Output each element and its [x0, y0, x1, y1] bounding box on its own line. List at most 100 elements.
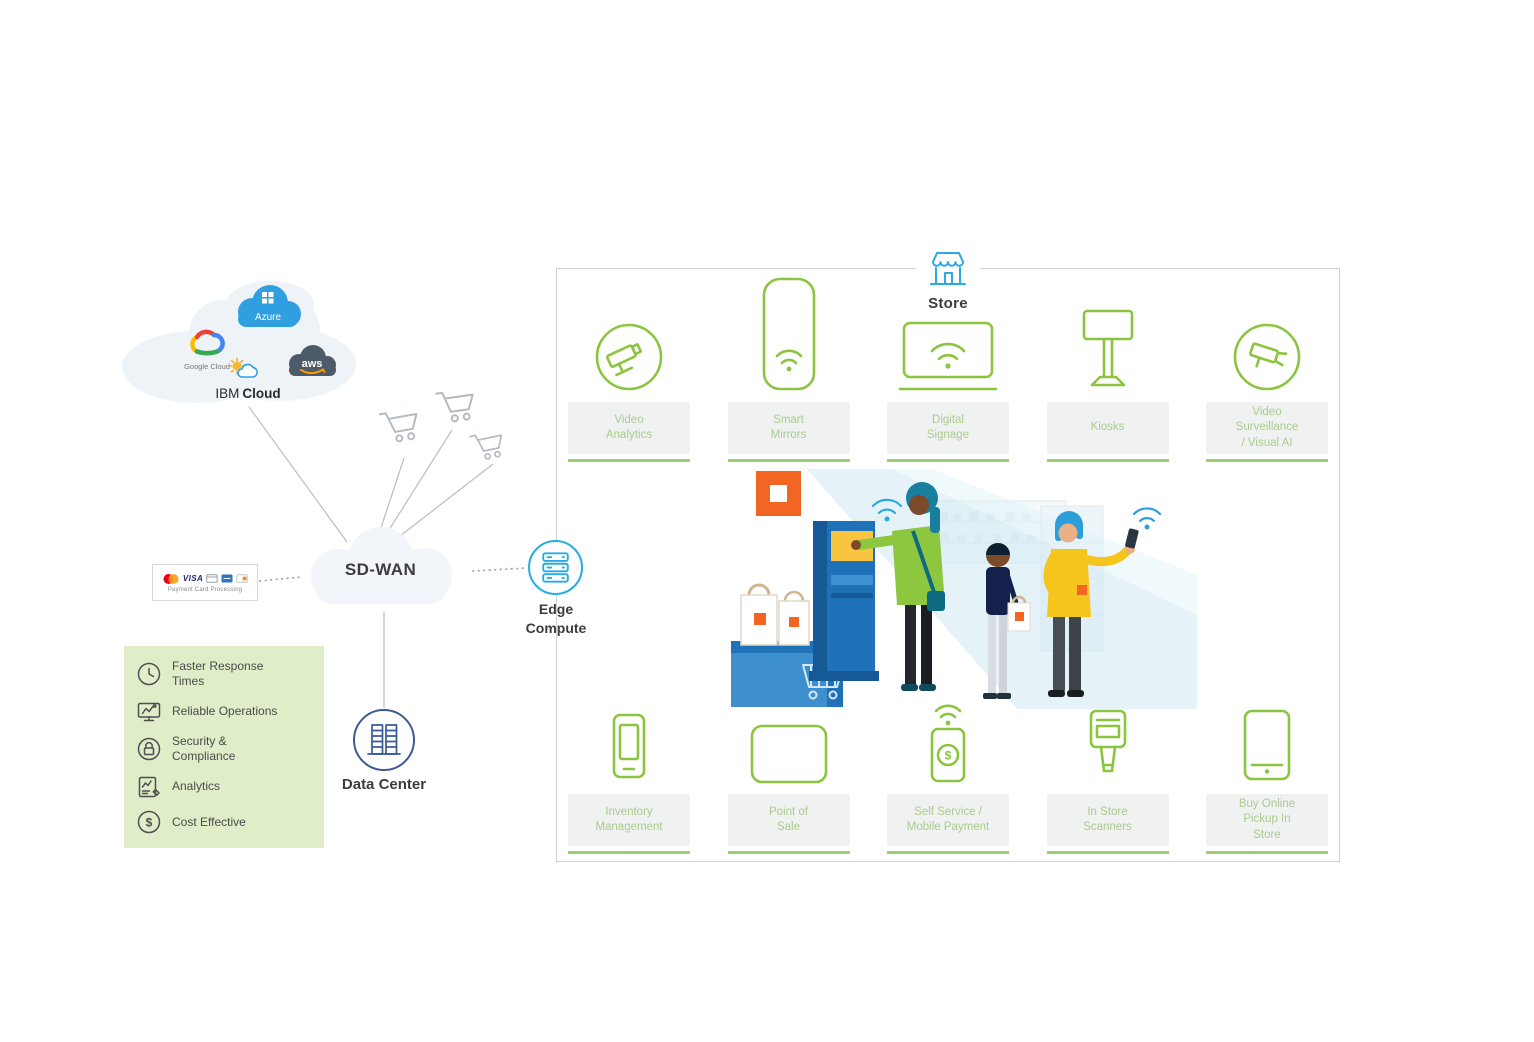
- data-center-label: Data Center: [341, 776, 427, 793]
- public-clouds: Azure Google Cloud aws: [118, 272, 368, 412]
- store-title: Store: [928, 295, 968, 312]
- store-illustration: [731, 469, 1197, 709]
- capability-label: Smart Mirrors: [727, 402, 850, 454]
- wifi-signal-kiosk: [871, 498, 903, 522]
- svg-text:$: $: [945, 749, 952, 763]
- capability-inventory-management: Inventory Management: [563, 701, 695, 854]
- capability-label: Digital Signage: [887, 402, 1009, 454]
- google-cloud-logo: Google Cloud: [162, 328, 252, 371]
- aws-label: aws: [302, 358, 323, 370]
- clock-icon: [137, 662, 161, 686]
- windows-icon: [262, 292, 274, 304]
- capability-video-surveillance: Video Surveillance / Visual AI: [1201, 289, 1333, 462]
- lock-icon: [137, 737, 161, 761]
- green-underline: [1206, 459, 1328, 462]
- store-capabilities-bottom: Inventory Management Point of Sale $ Sel…: [563, 701, 1333, 854]
- capability-self-service-payment: $ Self Service / Mobile Payment: [882, 701, 1014, 854]
- benefit-cost-effective: $ Cost Effective: [136, 809, 312, 835]
- capability-label: Inventory Management: [568, 794, 690, 846]
- benefit-label: Security & Compliance: [172, 734, 236, 763]
- azure-label: Azure: [255, 312, 282, 323]
- data-center-node: [353, 709, 415, 771]
- capability-video-analytics: Video Analytics: [563, 289, 695, 462]
- capability-label: Self Service / Mobile Payment: [887, 794, 1009, 846]
- amex-icon: [221, 574, 233, 583]
- green-underline: [1046, 851, 1169, 854]
- benefit-faster-response: Faster Response Times: [136, 659, 312, 689]
- aws-smile-icon: [300, 368, 326, 375]
- google-cloud-icon: [190, 329, 225, 356]
- benefit-label: Analytics: [172, 779, 221, 793]
- card-icon: [206, 574, 218, 583]
- benefit-analytics: Analytics: [136, 774, 312, 800]
- cloud-backdrop: [122, 281, 356, 403]
- azure-cloud-logo: Azure: [238, 285, 301, 327]
- capability-label: In Store Scanners: [1046, 794, 1169, 846]
- capability-label: Video Analytics: [568, 402, 690, 454]
- capability-kiosks: Kiosks: [1042, 289, 1174, 462]
- capability-digital-signage: Digital Signage: [882, 289, 1014, 462]
- analytics-icon: [138, 776, 160, 797]
- ibm-cloud-bold-text: Cloud: [242, 386, 281, 401]
- capability-label: Point of Sale: [727, 794, 850, 846]
- self-service-icon: $: [930, 704, 966, 783]
- capability-label: Kiosks: [1046, 402, 1169, 454]
- sdwan-cloud: SD-WAN: [283, 518, 478, 618]
- store-header: Store: [916, 247, 980, 312]
- digital-signage-icon: [898, 321, 998, 391]
- capability-buy-online-pickup: Buy Online Pickup In Store: [1201, 701, 1333, 854]
- aws-cloud-logo: aws: [289, 345, 336, 376]
- edge-compute-icon: [542, 551, 569, 583]
- payment-caption: Payment Card Processing: [167, 586, 243, 593]
- edge-compute-label: Edge Compute: [525, 601, 587, 636]
- shopper-at-kiosk: [851, 482, 945, 691]
- kiosk-icon: [1082, 309, 1133, 387]
- green-underline: [887, 851, 1009, 854]
- mastercard-icon: [163, 573, 179, 584]
- weather-icon: [228, 357, 258, 378]
- storefront-icon: [930, 252, 966, 285]
- inventory-icon: [612, 713, 646, 779]
- payment-card-processing: VISA Payment Card Processing: [152, 564, 258, 601]
- child-shopper: [983, 543, 1031, 699]
- store-capabilities-top: Video Analytics Smart Mirrors Digit: [563, 277, 1333, 462]
- green-underline: [568, 851, 690, 854]
- benefit-security-compliance: Security & Compliance: [136, 734, 312, 764]
- svg-text:$: $: [146, 816, 153, 830]
- visa-logo: VISA: [182, 574, 204, 583]
- shopping-bags: [740, 583, 810, 646]
- green-underline: [887, 459, 1009, 462]
- green-underline: [1046, 459, 1169, 462]
- scanner-icon: [1089, 709, 1126, 773]
- data-center-icon: [367, 724, 401, 755]
- smart-mirror-icon: [762, 277, 815, 391]
- capability-label: Video Surveillance / Visual AI: [1206, 402, 1328, 454]
- video-surveillance-icon: [1233, 323, 1301, 391]
- green-underline: [568, 459, 690, 462]
- pos-icon: [750, 724, 827, 784]
- sdwan-label: SD-WAN: [344, 560, 417, 579]
- google-cloud-label: Google Cloud: [184, 362, 230, 371]
- capability-in-store-scanners: In Store Scanners: [1042, 701, 1174, 854]
- shopper-with-phone: [1043, 511, 1139, 697]
- capability-label: Buy Online Pickup In Store: [1206, 794, 1328, 846]
- video-analytics-icon: [595, 323, 663, 391]
- green-underline: [727, 851, 850, 854]
- wifi-signal-phone: [1132, 507, 1162, 530]
- brand-logo-orange: [756, 471, 801, 516]
- green-underline: [727, 459, 850, 462]
- capability-point-of-sale: Point of Sale: [723, 701, 855, 854]
- edge-compute-node: [528, 540, 583, 595]
- dollar-icon: $: [137, 810, 161, 834]
- card-logos: VISA: [162, 573, 248, 585]
- benefit-label: Cost Effective: [172, 814, 246, 829]
- bopis-icon: [1243, 709, 1291, 781]
- sdwan-cloud-shape: [311, 527, 452, 604]
- benefit-label: Reliable Operations: [172, 704, 278, 718]
- shopping-carts-icon: [378, 391, 503, 460]
- benefits-panel: Faster Response Times Reliable Operation…: [124, 646, 324, 848]
- discover-icon: [236, 574, 248, 583]
- green-underline: [1206, 851, 1328, 854]
